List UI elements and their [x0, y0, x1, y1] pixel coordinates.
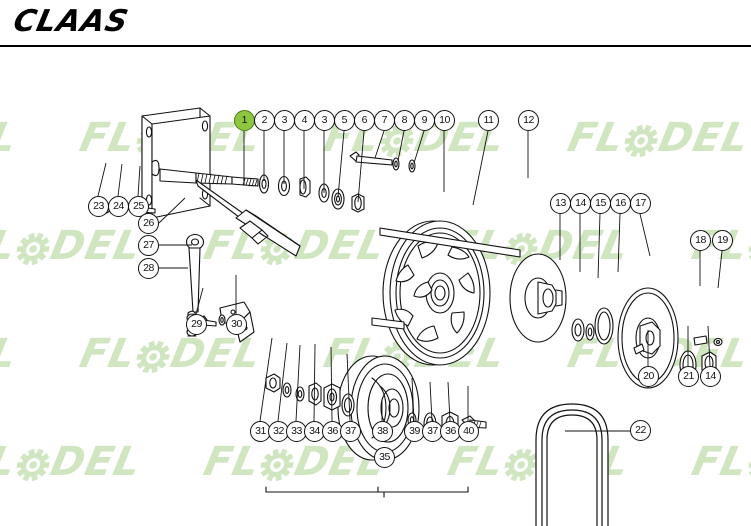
- leader-line: [330, 346, 333, 422]
- leader-line: [97, 162, 107, 197]
- leader-line: [357, 130, 365, 203]
- callout-34[interactable]: 34: [304, 421, 325, 442]
- callout-22[interactable]: 22: [630, 420, 651, 441]
- bolt-and-washers: [349, 151, 416, 173]
- callout-4[interactable]: 4: [294, 110, 315, 131]
- callout-27[interactable]: 27: [138, 235, 159, 256]
- callout-15[interactable]: 15: [590, 193, 611, 214]
- callout-8[interactable]: 8: [394, 110, 415, 131]
- callout-24[interactable]: 24: [108, 196, 129, 217]
- leader-line: [195, 287, 204, 315]
- leader-line: [639, 213, 651, 257]
- callout-18[interactable]: 18: [690, 230, 711, 251]
- callout-6[interactable]: 6: [354, 110, 375, 131]
- callout-16[interactable]: 16: [610, 193, 631, 214]
- callout-21[interactable]: 21: [678, 366, 699, 387]
- callout-28[interactable]: 28: [138, 258, 159, 279]
- tension-arm-linkage: [195, 179, 301, 257]
- mounting-bracket: [141, 107, 211, 219]
- leader-line: [447, 381, 451, 422]
- callout-37[interactable]: 37: [340, 421, 361, 442]
- callout-30[interactable]: 30: [226, 314, 247, 335]
- callout-1[interactable]: 1: [234, 110, 255, 131]
- leader-line: [707, 325, 711, 367]
- callout-36[interactable]: 36: [440, 421, 461, 442]
- threaded-spindle: [159, 168, 259, 187]
- callout-26[interactable]: 26: [138, 213, 159, 234]
- leader-line: [597, 213, 601, 279]
- page-header: CLAAS: [0, 0, 751, 50]
- callout-40[interactable]: 40: [458, 421, 479, 442]
- leader-line: [346, 353, 351, 422]
- leader-line: [397, 130, 405, 162]
- leader-line: [277, 342, 288, 422]
- key-and-pin: [693, 335, 723, 347]
- leader-line: [413, 130, 425, 164]
- callout-leader-lines: [97, 130, 723, 432]
- leader-line: [313, 343, 316, 422]
- callout-23[interactable]: 23: [88, 196, 109, 217]
- leader-line: [117, 163, 123, 197]
- group-bracket-35: [265, 486, 469, 498]
- callout-10[interactable]: 10: [434, 110, 455, 131]
- callout-19[interactable]: 19: [712, 230, 733, 251]
- leader-line: [158, 197, 186, 224]
- leader-line: [259, 337, 273, 422]
- leader-line: [429, 381, 433, 422]
- callout-38[interactable]: 38: [372, 421, 393, 442]
- v-belt: [535, 403, 609, 526]
- callout-7[interactable]: 7: [374, 110, 395, 131]
- callout-13[interactable]: 13: [550, 193, 571, 214]
- header-divider: [0, 45, 751, 47]
- ring-washer: [594, 307, 614, 345]
- leader-line: [472, 130, 489, 206]
- callout-14[interactable]: 14: [700, 366, 721, 387]
- callout-25[interactable]: 25: [128, 196, 149, 217]
- callout-20[interactable]: 20: [638, 366, 659, 387]
- callout-31[interactable]: 31: [250, 421, 271, 442]
- leader-line: [137, 165, 141, 197]
- callout-3[interactable]: 3: [314, 110, 335, 131]
- callout-9[interactable]: 9: [414, 110, 435, 131]
- callout-14[interactable]: 14: [570, 193, 591, 214]
- callout-17[interactable]: 17: [630, 193, 651, 214]
- callout-11[interactable]: 11: [478, 110, 499, 131]
- callout-5[interactable]: 5: [334, 110, 355, 131]
- leader-line: [337, 130, 345, 198]
- callout-29[interactable]: 29: [186, 314, 207, 335]
- callout-12[interactable]: 12: [518, 110, 539, 131]
- washer-nut-stack: [258, 174, 365, 213]
- claas-logo: CLAAS: [10, 4, 132, 39]
- clutch-disc: [509, 253, 567, 343]
- leader-line: [411, 377, 415, 422]
- leader-line: [717, 250, 723, 289]
- leader-line: [295, 344, 301, 422]
- leader-line: [617, 213, 621, 273]
- callout-2[interactable]: 2: [254, 110, 275, 131]
- callout-35[interactable]: 35: [374, 447, 395, 468]
- callout-3[interactable]: 3: [274, 110, 295, 131]
- bearing-stack: [571, 318, 595, 342]
- large-drive-pulley: [371, 220, 521, 366]
- leader-line: [374, 130, 385, 159]
